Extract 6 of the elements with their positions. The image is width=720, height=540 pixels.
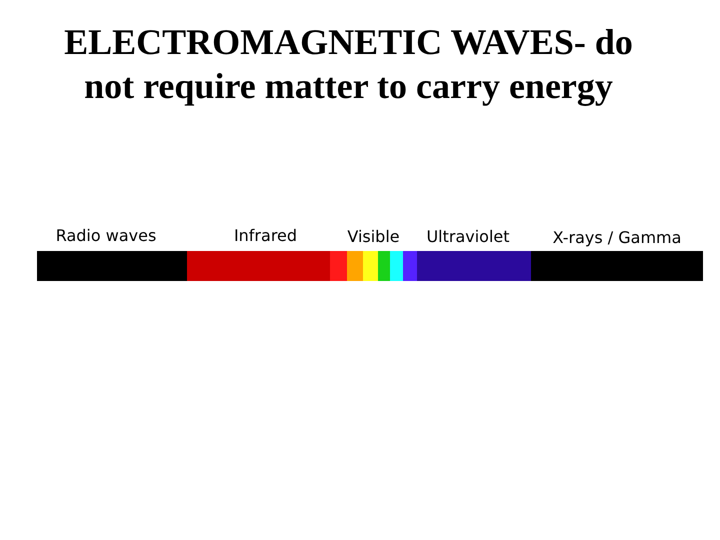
title: ELECTROMAGNETIC WAVES- do not require matter to carry energy — [63, 21, 634, 108]
band-label: Radio waves — [56, 226, 156, 246]
band-label: Ultraviolet — [426, 227, 510, 247]
band-label: X-rays / Gamma — [552, 228, 682, 248]
band-label: Visible — [347, 227, 400, 247]
band-label: Infrared — [234, 226, 298, 246]
